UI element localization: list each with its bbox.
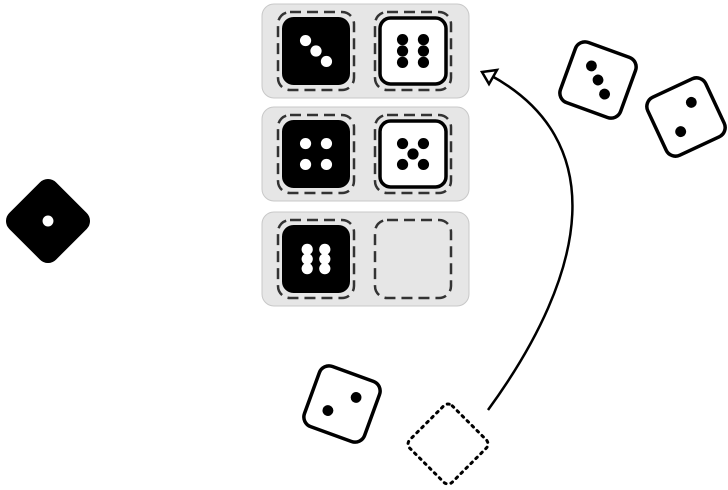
ghost-die-outline — [406, 402, 491, 487]
die-face — [380, 18, 446, 84]
die-pip — [302, 263, 313, 274]
die-pip — [300, 159, 311, 170]
die-pip — [418, 138, 429, 149]
tray-die[interactable] — [283, 18, 349, 84]
die-pip — [418, 45, 429, 56]
die-pip — [418, 159, 429, 170]
die-pip — [321, 159, 332, 170]
die-pip — [397, 159, 408, 170]
die-face — [643, 74, 728, 159]
die-pip — [300, 35, 311, 46]
die-pip — [302, 253, 313, 264]
top-right-die-b[interactable] — [643, 74, 728, 159]
die-pip — [321, 56, 332, 67]
tray-die[interactable] — [380, 121, 446, 187]
bottom-die[interactable] — [301, 363, 383, 445]
tray-slot[interactable] — [375, 115, 451, 193]
die-pip — [319, 253, 330, 264]
tray-die[interactable] — [380, 18, 446, 84]
die-pip — [300, 138, 311, 149]
die-pip — [407, 148, 418, 159]
tray-slot[interactable] — [278, 12, 354, 90]
die-pip — [319, 263, 330, 274]
die-pip — [319, 244, 330, 255]
move-arrow — [482, 70, 572, 410]
left-die[interactable] — [3, 176, 94, 267]
tray-die[interactable] — [283, 121, 349, 187]
tray-slot[interactable] — [278, 220, 354, 298]
die-pip — [397, 45, 408, 56]
die-face — [283, 121, 349, 187]
die-pip — [418, 34, 429, 45]
tray-slot[interactable] — [375, 12, 451, 90]
die-pip — [418, 57, 429, 68]
die-pip — [302, 244, 313, 255]
die-pip — [397, 138, 408, 149]
die-pip — [310, 45, 321, 56]
curved-arrow-icon — [488, 75, 572, 410]
die-pip — [397, 34, 408, 45]
tray-die[interactable] — [283, 226, 349, 292]
die-pip — [321, 138, 332, 149]
tray-slot[interactable] — [278, 115, 354, 193]
die-face — [283, 226, 349, 292]
dice-tray — [262, 4, 469, 306]
die-face — [301, 363, 383, 445]
die-pip — [397, 57, 408, 68]
top-right-die-a[interactable] — [557, 39, 639, 121]
